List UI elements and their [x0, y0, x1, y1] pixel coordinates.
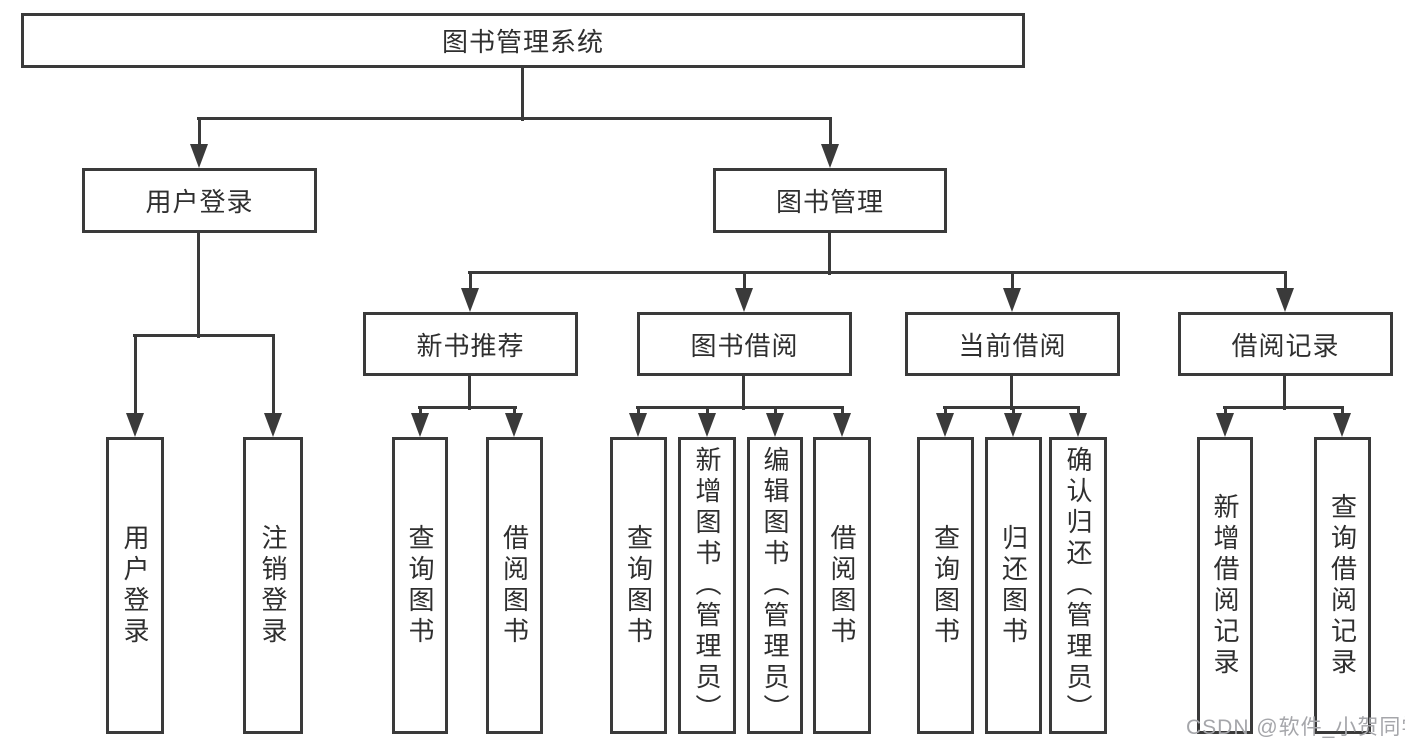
connector-drop — [1011, 271, 1014, 292]
node-book-borrow: 图书借阅 — [637, 312, 852, 376]
connector-drop — [419, 406, 422, 419]
bar-user-login-children — [133, 334, 275, 337]
leaf-bb-borrow-books: 借阅图书 — [813, 437, 871, 734]
leaf-cb-query-books: 查询图书 — [917, 437, 974, 734]
connector-drop — [637, 406, 640, 419]
arrow-down-icon — [1276, 288, 1294, 312]
arrow-down-icon — [936, 413, 954, 437]
arrow-down-icon — [698, 413, 716, 437]
connector-drop — [841, 406, 844, 419]
connector-drop — [469, 271, 472, 292]
connector-current-borrow-stem — [1010, 376, 1013, 410]
leaf-user-login: 用户登录 — [106, 437, 164, 734]
arrow-down-icon — [1333, 413, 1351, 437]
leaf-nbr-query-books: 查询图书 — [392, 437, 448, 734]
arrow-down-icon — [766, 413, 784, 437]
bar-bb-children — [636, 406, 844, 409]
connector-drop — [134, 334, 137, 417]
arrow-down-icon — [505, 413, 523, 437]
leaf-nbr-borrow-books: 借阅图书 — [486, 437, 543, 734]
connector-drop — [513, 406, 516, 419]
arrow-down-icon — [629, 413, 647, 437]
connector-drop — [1012, 406, 1015, 419]
leaf-cb-return-books: 归还图书 — [985, 437, 1042, 734]
connector-user-login-stem — [197, 232, 200, 338]
bar-br-children — [1223, 406, 1344, 409]
arrow-down-icon — [190, 144, 208, 168]
node-borrow-records: 借阅记录 — [1178, 312, 1393, 376]
bar-level3 — [468, 271, 1287, 274]
arrow-down-icon — [1003, 288, 1021, 312]
connector-drop — [774, 406, 777, 419]
leaf-cb-confirm-return-admin: 确认归还（管理员） — [1049, 437, 1107, 734]
bar-level2 — [197, 117, 832, 120]
node-book-management: 图书管理 — [713, 168, 947, 233]
connector-book-borrow-stem — [742, 376, 745, 410]
connector-new-book-recommend-stem — [468, 376, 471, 410]
arrow-down-icon — [126, 413, 144, 437]
watermark: CSDN @软件_小贺同学 — [1186, 716, 1405, 739]
arrow-down-icon — [411, 413, 429, 437]
leaf-br-add-record: 新增借阅记录 — [1197, 437, 1253, 734]
arrow-down-icon — [1069, 413, 1087, 437]
leaf-logout: 注销登录 — [243, 437, 303, 734]
node-new-book-recommend: 新书推荐 — [363, 312, 578, 376]
arrow-down-icon — [735, 288, 753, 312]
arrow-down-icon — [1216, 413, 1234, 437]
bar-cb-children — [943, 406, 1080, 409]
connector-root-stem — [521, 68, 524, 121]
connector-book-management-stem — [828, 233, 831, 275]
connector-drop — [829, 117, 832, 148]
connector-drop — [1224, 406, 1227, 419]
connector-drop — [198, 117, 201, 148]
node-user-login: 用户登录 — [82, 168, 317, 233]
connector-borrow-records-stem — [1283, 376, 1286, 410]
arrow-down-icon — [461, 288, 479, 312]
connector-drop — [1077, 406, 1080, 419]
arrow-down-icon — [821, 144, 839, 168]
connector-drop — [944, 406, 947, 419]
arrow-down-icon — [1004, 413, 1022, 437]
leaf-bb-edit-books-admin: 编辑图书（管理员） — [747, 437, 803, 734]
connector-drop — [1284, 271, 1287, 292]
leaf-br-query-record: 查询借阅记录 — [1314, 437, 1371, 734]
connector-drop — [272, 334, 275, 417]
connector-drop — [743, 271, 746, 292]
node-root: 图书管理系统 — [21, 13, 1025, 68]
leaf-bb-query-books: 查询图书 — [610, 437, 667, 734]
connector-drop — [706, 406, 709, 419]
arrow-down-icon — [264, 413, 282, 437]
node-current-borrow: 当前借阅 — [905, 312, 1120, 376]
bar-nbr-children — [418, 406, 517, 409]
leaf-bb-add-books-admin: 新增图书（管理员） — [678, 437, 736, 734]
connector-drop — [1341, 406, 1344, 419]
arrow-down-icon — [833, 413, 851, 437]
